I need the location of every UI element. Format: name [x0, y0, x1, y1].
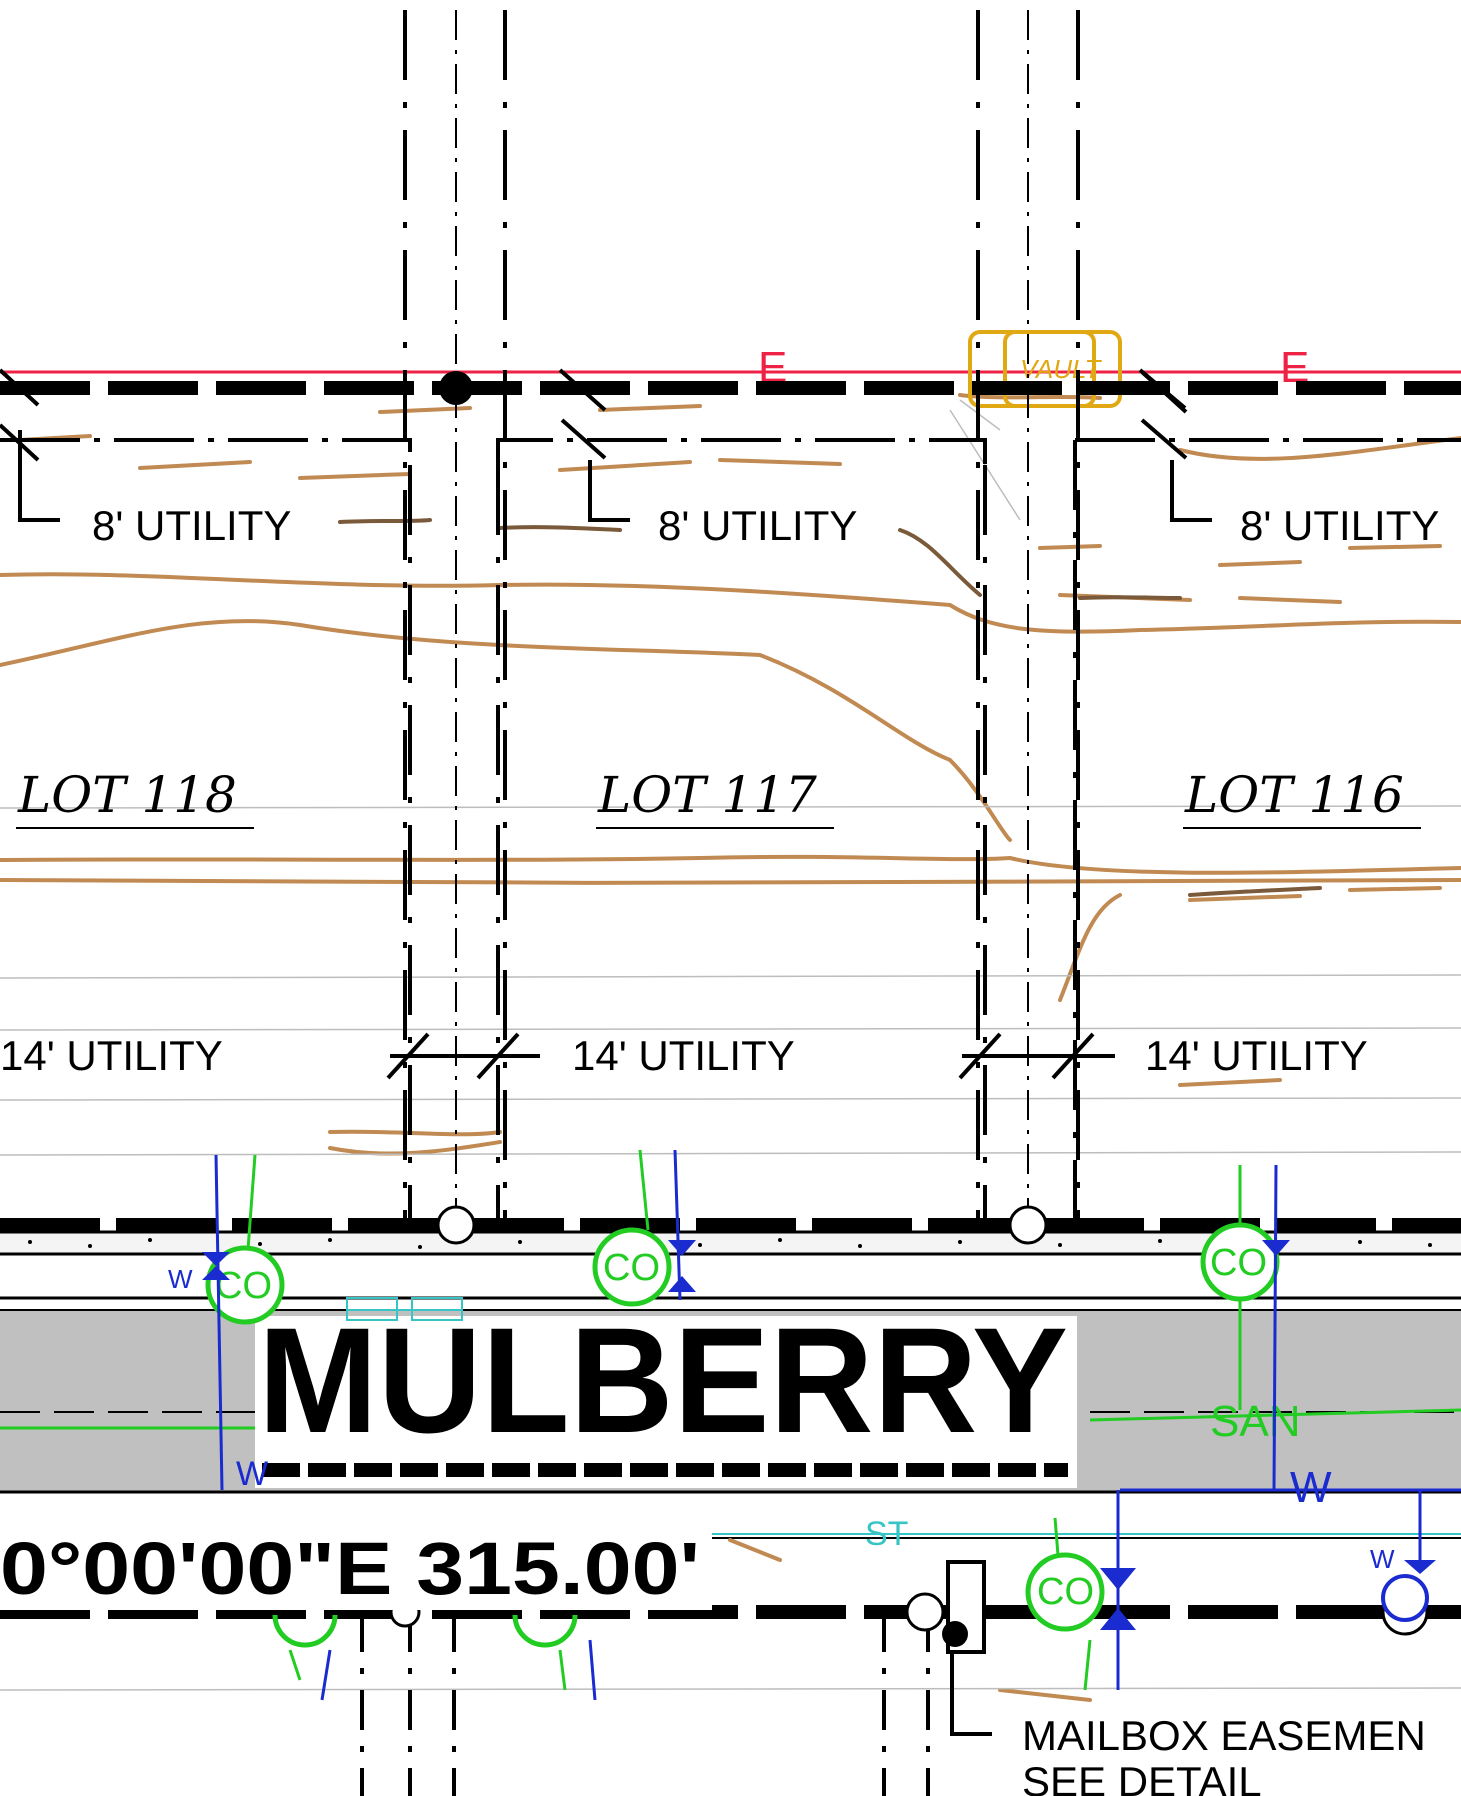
south-lot-lines	[360, 1612, 930, 1796]
mailbox-post	[942, 1621, 968, 1647]
vault-box-inner	[1003, 330, 1122, 408]
street-name-backing	[255, 1316, 1077, 1488]
cleanout-2-label: CO	[603, 1247, 660, 1289]
rear-easement-label-3: 8' UTILITY	[1240, 502, 1439, 549]
easement-verticals	[408, 440, 1077, 1230]
easement-leaders	[0, 368, 1212, 522]
bearing-backing	[0, 1528, 712, 1610]
partial-cleanout-1	[272, 1614, 338, 1648]
front-easement-label-1: 14' UTILITY	[0, 1032, 223, 1079]
lot-117-label: LOT 117	[597, 766, 817, 824]
front-corner-1	[436, 1205, 476, 1245]
sanitary-tag: SAN	[1210, 1397, 1300, 1446]
mailbox-leader	[950, 1652, 992, 1736]
front-easement-dimension-2	[958, 1032, 1115, 1080]
water-valves	[202, 1240, 1436, 1630]
water-lines	[214, 1149, 1461, 1701]
water-tag-3: W	[1290, 1463, 1332, 1512]
sidewalk-strip	[0, 1232, 1461, 1254]
storm-tag: ST	[865, 1515, 908, 1553]
mailbox-label-line2: SEE DETAIL	[1022, 1758, 1262, 1796]
storm-inlet	[346, 1297, 463, 1321]
rear-easement-lines	[0, 438, 1461, 465]
cleanout-4: CO	[1025, 1552, 1105, 1632]
vault-label: VAULT	[1020, 354, 1103, 384]
contour-lines	[0, 393, 1461, 1156]
lot-line-verticals	[403, 10, 1080, 1230]
partial-cleanout-2	[512, 1614, 578, 1648]
cleanout-3: CO	[1200, 1222, 1280, 1302]
cleanout-3-label: CO	[1210, 1242, 1267, 1284]
south-corner-2	[905, 1592, 945, 1632]
lot-line-centers	[455, 10, 1029, 1230]
cleanout-4-label: CO	[1037, 1571, 1094, 1613]
sidewalk-stipple	[28, 1238, 1432, 1249]
street-name: MULBERRY	[258, 1296, 1068, 1464]
water-tag-4: W	[1370, 1544, 1395, 1574]
cleanout-2: CO	[592, 1227, 672, 1307]
mailbox-label-line1: MAILBOX EASEMEN	[1022, 1712, 1426, 1759]
front-easement-dimension-1	[386, 1032, 540, 1080]
rear-easement-label-2: 8' UTILITY	[658, 502, 857, 549]
bearing-distance-label: 0°00'00"E 315.00'	[0, 1527, 700, 1610]
front-corner-2	[1008, 1205, 1048, 1245]
rear-easement-label-1: 8' UTILITY	[92, 502, 291, 549]
cleanout-1-label: CO	[215, 1265, 272, 1307]
front-easement-label-2: 14' UTILITY	[572, 1032, 795, 1079]
contour-dark	[338, 518, 1322, 897]
cleanout-1: CO	[205, 1245, 285, 1325]
lot-118-label: LOT 118	[17, 766, 237, 824]
hydrant	[1381, 1574, 1429, 1622]
water-tag-2: W	[236, 1455, 268, 1493]
lot-116-label: LOT 116	[1184, 766, 1404, 824]
water-tag-1: W	[168, 1264, 193, 1294]
front-easement-label-3: 14' UTILITY	[1145, 1032, 1368, 1079]
